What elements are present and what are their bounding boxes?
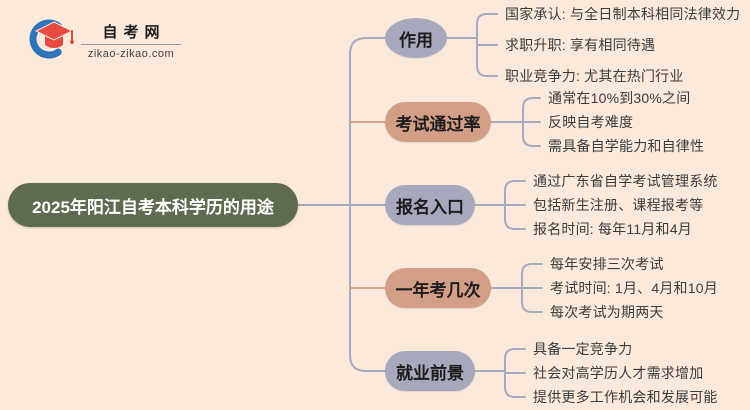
site-name: 自考网 — [102, 23, 166, 41]
site-url: zikao-zikao.com — [87, 47, 175, 60]
leaf-item: 包括新生注册、课程报考等 — [533, 197, 704, 213]
leaf-item: 具备一定竞争力 — [533, 341, 633, 357]
branch1-fork-line — [446, 13, 498, 77]
branch-node-jiuye: 就业前景 — [385, 351, 475, 391]
leaf-item: 每年安排三次考试 — [550, 256, 664, 272]
leaf-item: 社会对高学历人才需求增加 — [533, 365, 704, 381]
leaf-item: 报名时间: 每年11月和4月 — [533, 221, 692, 237]
leaf-item: 通过广东省自学考试管理系统 — [533, 173, 718, 189]
branch5-fork-line — [474, 348, 526, 398]
leaf-item: 国家承认: 与全日制本科相同法律效力 — [505, 6, 741, 22]
branch4-fork-line — [490, 263, 543, 313]
graduation-cap-icon — [28, 16, 74, 67]
leaf-item: 每次考试为期两天 — [550, 304, 664, 320]
leaf-item: 职业竞争力: 尤其在热门行业 — [505, 68, 684, 84]
leaf-item: 反映自考难度 — [548, 114, 634, 130]
site-logo-text: 自考网 zikao-zikao.com — [81, 24, 181, 60]
branch-node-baoming: 报名入口 — [385, 185, 475, 225]
branch-node-tongguolv: 考试通过率 — [385, 102, 491, 142]
leaf-item: 通常在10%到30%之间 — [548, 90, 691, 106]
central-topic-node: 2025年阳江自考本科学历的用途 — [8, 183, 298, 227]
branch-node-jicikao: 一年考几次 — [385, 268, 491, 308]
leaf-item: 提供更多工作机会和发展可能 — [533, 389, 718, 405]
leaf-item: 考试时间: 1月、4月和10月 — [550, 280, 718, 296]
logo-divider — [81, 43, 181, 45]
branch-node-zuoyong: 作用 — [385, 18, 447, 58]
branch3-fork-line — [474, 180, 526, 230]
site-logo: 自考网 zikao-zikao.com — [28, 16, 181, 67]
leaf-item: 需具备自学能力和自律性 — [548, 138, 705, 154]
branch2-fork-line — [490, 97, 541, 147]
leaf-item: 求职升职: 享有相同待遇 — [505, 37, 656, 53]
